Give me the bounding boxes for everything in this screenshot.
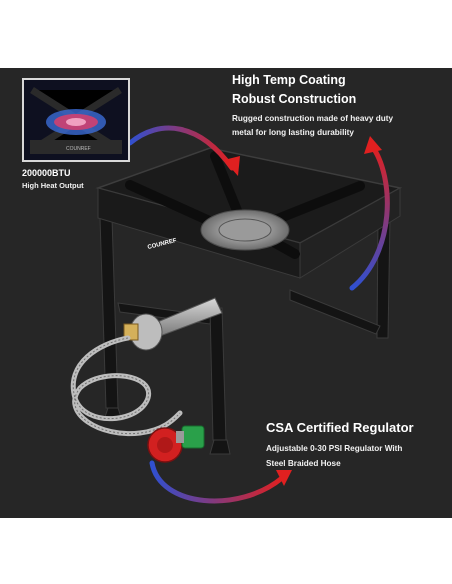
construction-title: Robust Construction: [232, 92, 357, 106]
regulator-desc-1: Adjustable 0-30 PSI Regulator With: [266, 444, 403, 453]
arrow-regulator: [149, 460, 285, 504]
stove-illustration: COUNREF: [70, 125, 403, 504]
regulator-desc-2: Steel Braided Hose: [266, 459, 341, 468]
gas-pipe: [123, 297, 223, 351]
construction-desc-2: metal for long lasting durability: [232, 128, 354, 137]
btu-label: 200000BTU: [22, 168, 71, 178]
heat-output-caption: High Heat Output: [22, 181, 84, 190]
burner-flame-inset: COUNREF: [22, 78, 130, 162]
product-panel: COUNREF: [0, 68, 452, 518]
stove-frame: [95, 147, 403, 279]
arrow-high-heat: [127, 125, 235, 171]
braided-hose: [70, 335, 183, 437]
inset-brand: COUNREF: [66, 146, 91, 152]
flame-icon: COUNREF: [24, 80, 128, 160]
regulator: [147, 425, 205, 463]
coating-title: High Temp Coating: [232, 73, 346, 87]
construction-desc-1: Rugged construction made of heavy duty: [232, 114, 394, 123]
arrow-coating: [349, 143, 390, 291]
regulator-title: CSA Certified Regulator: [266, 420, 414, 435]
stove-brand-label: COUNREF: [147, 238, 178, 251]
